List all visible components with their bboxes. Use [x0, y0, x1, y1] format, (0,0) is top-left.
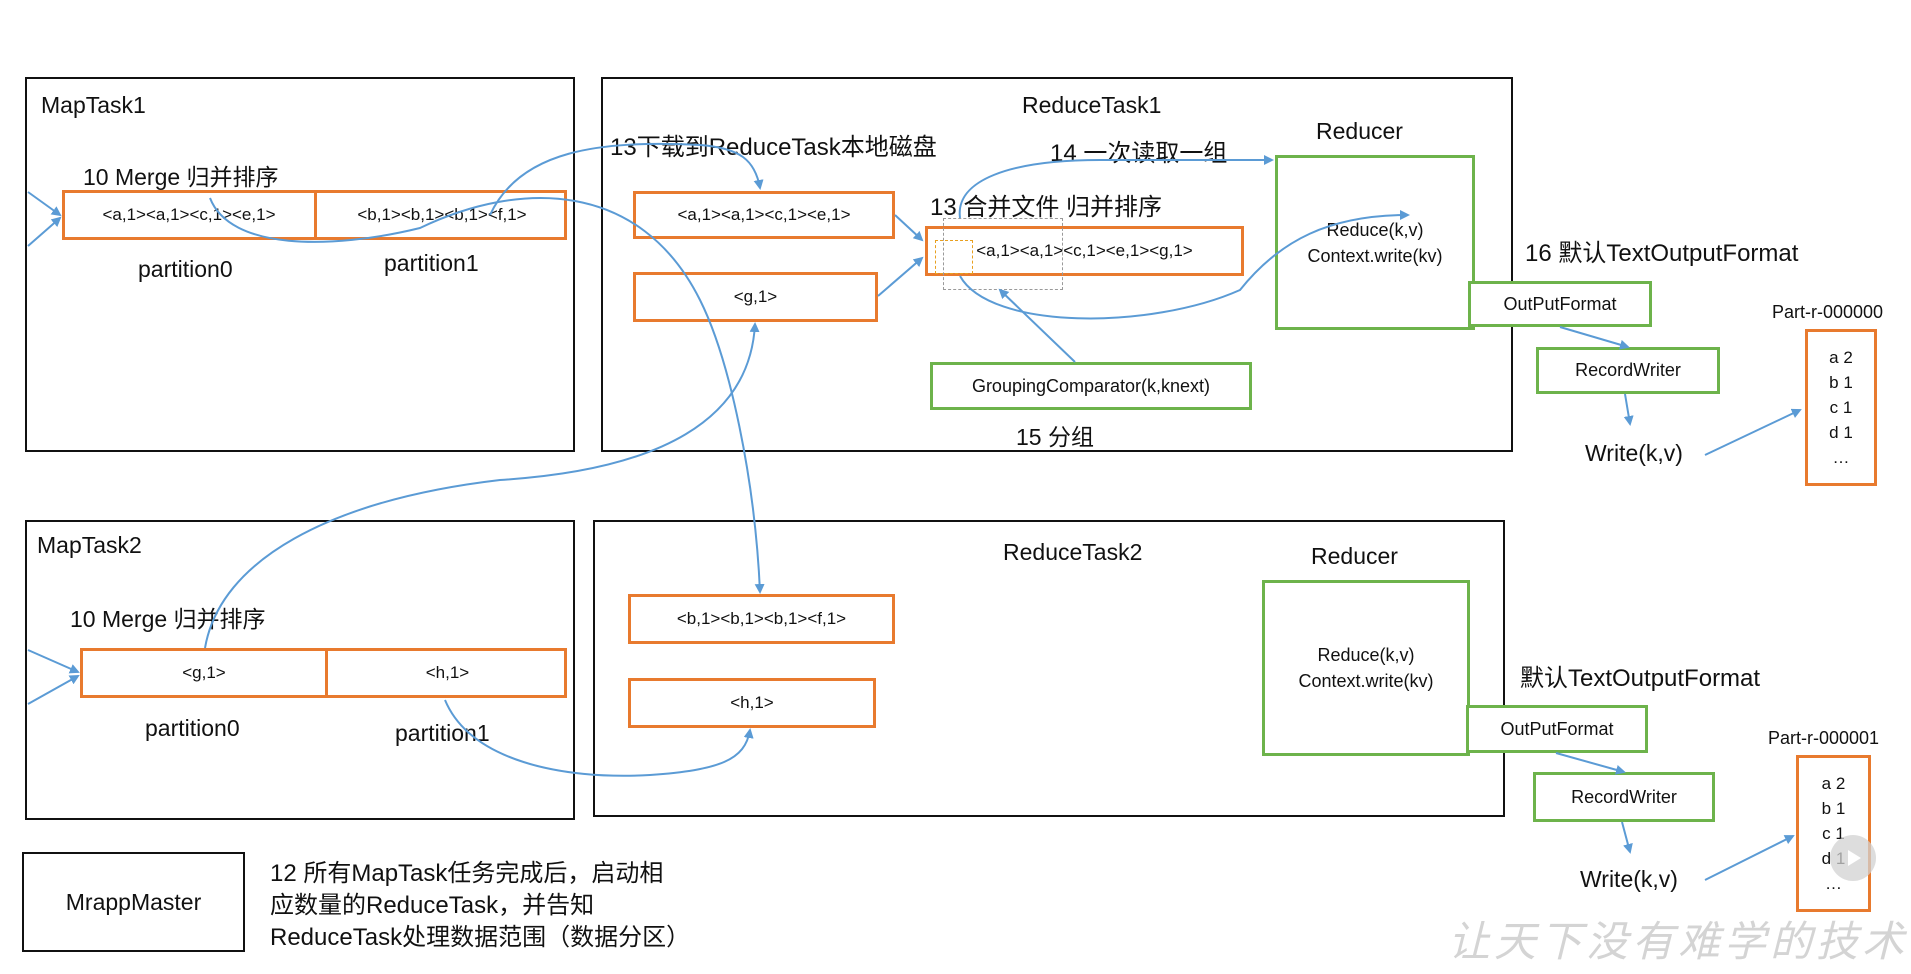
maptask1-partition1-label: partition1 — [384, 250, 479, 276]
reducer2-reduce-line: Reduce(k,v) — [1317, 645, 1415, 665]
outputformat-to-recordwriter-1 — [1559, 326, 1630, 350]
reducer2-title: Reducer — [1311, 543, 1398, 569]
maptask1-container — [25, 77, 575, 452]
master-note: 12 所有MapTask任务完成后，启动相 应数量的ReduceTask，并告知… — [270, 858, 690, 954]
watermark: 让天下没有难学的技术 — [1448, 917, 1909, 966]
reducer1-recordwriter: RecordWriter — [1536, 347, 1720, 394]
maptask2-partition1-label: partition1 — [395, 720, 490, 746]
master-note-line: ReduceTask处理数据范围（数据分区） — [270, 924, 691, 951]
maptask1-partition0-cell: <a,1><a,1><c,1><e,1> — [102, 205, 276, 224]
part-file1-line: c 1 — [1829, 398, 1853, 417]
reducetask1-read-group-label: 14 一次读取一组 — [1050, 140, 1228, 167]
outputformat-to-recordwriter-2 — [1555, 752, 1626, 775]
reducer2-box: Reduce(k,v) Context.write(kv) — [1262, 580, 1470, 756]
reducer1-title: Reducer — [1316, 118, 1403, 144]
reducetask1-title: ReduceTask1 — [1022, 92, 1162, 118]
part-file2-box: a 2 b 1 c 1 d 1 … — [1796, 755, 1871, 912]
part-file1-line: a 2 — [1829, 348, 1853, 367]
reducetask1-group-label: 15 分组 — [1016, 424, 1094, 450]
reducetask2-segment2: <h,1> — [628, 678, 876, 728]
reducetask2-title: ReduceTask2 — [1003, 539, 1143, 565]
master-note-line: 应数量的ReduceTask，并告知 — [270, 892, 595, 919]
mrappmaster-label: MrappMaster — [65, 888, 202, 915]
maptask1-partition-bar: <a,1><a,1><c,1><e,1> <b,1><b,1><b,1><f,1… — [62, 190, 567, 240]
reducer2-write-label: Write(k,v) — [1580, 866, 1678, 892]
reducetask2-output-label: 默认TextOutputFormat — [1520, 665, 1761, 692]
reducer1-box: Reduce(k,v) Context.write(kv) — [1275, 155, 1475, 330]
maptask2-partition-bar: <g,1> <h,1> — [80, 648, 567, 698]
recordwriter-to-write-2 — [1621, 821, 1633, 854]
reducer1-write-line: Context.write(kv) — [1307, 245, 1443, 266]
part-file2-line: b 1 — [1821, 799, 1846, 818]
reducetask1-merge-label: 13 合并文件 归并排序 — [930, 194, 1163, 221]
reducetask2-segment1: <b,1><b,1><b,1><f,1> — [628, 594, 895, 644]
part-file1-line: … — [1832, 448, 1850, 467]
reducetask1-key-highlight — [935, 240, 973, 274]
reducer1-write-label: Write(k,v) — [1585, 440, 1683, 466]
maptask1-title: MapTask1 — [41, 92, 146, 118]
mrappmaster-box: MrappMaster — [22, 852, 245, 952]
part-file1-line: b 1 — [1829, 373, 1853, 392]
reducer1-outputformat: OutPutFormat — [1468, 281, 1652, 327]
master-note-line: 12 所有MapTask任务完成后，启动相 — [270, 860, 664, 887]
part-file1-line: d 1 — [1829, 423, 1853, 442]
maptask2-partition0-cell: <g,1> — [182, 663, 226, 682]
maptask1-partition1-cell: <b,1><b,1><b,1><f,1> — [357, 205, 527, 224]
maptask1-partition0-label: partition0 — [138, 256, 233, 282]
reducer2-write-line: Context.write(kv) — [1298, 671, 1434, 691]
write-to-part-1 — [1704, 408, 1802, 456]
maptask2-partition1-cell: <h,1> — [425, 663, 470, 682]
reducetask2-container — [593, 520, 1505, 817]
grouping-comparator-box: GroupingComparator(k,knext) — [930, 362, 1252, 410]
reducetask1-segment2: <g,1> — [633, 272, 878, 322]
maptask1-merge-label: 10 Merge 归并排序 — [83, 164, 279, 190]
play-triangle-icon — [1848, 850, 1861, 866]
part-file2-line: … — [1825, 874, 1842, 893]
reducer2-recordwriter: RecordWriter — [1533, 772, 1715, 822]
reducetask1-segment1: <a,1><a,1><c,1><e,1> — [633, 191, 895, 239]
part-file1-name: Part-r-000000 — [1772, 302, 1884, 322]
part-file2-line: a 2 — [1821, 774, 1846, 793]
maptask2-partition-divider — [325, 651, 328, 695]
part-file1-box: a 2 b 1 c 1 d 1 … — [1805, 329, 1877, 486]
play-icon[interactable] — [1830, 835, 1876, 881]
recordwriter-to-write-1 — [1623, 393, 1634, 426]
write-to-part-2 — [1704, 835, 1795, 881]
reducetask1-output-label: 16 默认TextOutputFormat — [1525, 240, 1799, 267]
reducer1-reduce-line: Reduce(k,v) — [1326, 219, 1424, 240]
maptask2-title: MapTask2 — [37, 532, 142, 558]
maptask2-partition0-label: partition0 — [145, 715, 240, 741]
part-file2-name: Part-r-000001 — [1768, 728, 1880, 748]
reducetask1-download-label: 13下载到ReduceTask本地磁盘 — [610, 134, 937, 161]
reducer2-outputformat: OutPutFormat — [1466, 705, 1648, 753]
maptask2-merge-label: 10 Merge 归并排序 — [70, 606, 266, 632]
